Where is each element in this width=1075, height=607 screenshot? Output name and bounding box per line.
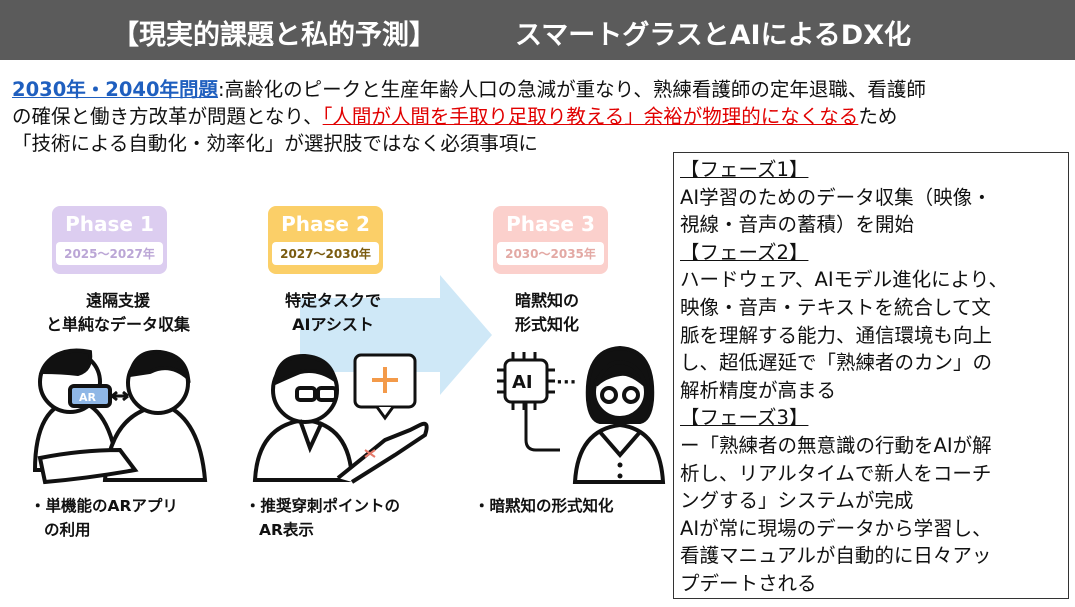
phase-2-years: 2027〜2030年 — [272, 242, 379, 265]
expert-nurse-icon — [572, 345, 666, 484]
ar-link-arrowheads — [111, 390, 129, 402]
intro-emphasis: 「人間が人間を手取り足取り教える」余裕が物理的になくなる — [322, 105, 859, 128]
ai-chip-icon — [497, 352, 560, 452]
phase-3-text-line: 看護マニュアルが自動的に日々アッ — [680, 544, 992, 568]
phase-2-bullet: ・推奨穿刺ポイントの AR表示 — [245, 494, 445, 542]
phase-2-text-line: し、超低遅延で「熟練者のカン」の — [680, 351, 993, 375]
phase-1-text-line: AI学習のためのデータ収集（映像・ — [680, 185, 992, 209]
intro-line-2: の確保と働き方改革が問題となり、「人間が人間を手取り足取り教える」余裕が物理的に… — [12, 103, 1072, 130]
phase-3-text-line: 析し、リアルタイムで新人をコーチ — [680, 461, 992, 485]
phase-3-heading: 【フェーズ3】 — [680, 406, 809, 430]
phase-3-text-line: ー「熟練者の無意識の行動をAIが解 — [680, 433, 992, 457]
phase-2-text-line: 解析精度が高まる — [680, 378, 837, 402]
intro-text: 2030年・2040年問題:高齢化のピークと生産年齢人口の急減が重なり、熟練看護… — [12, 76, 1072, 157]
progress-arrow — [300, 275, 492, 395]
intro-line-1: 2030年・2040年問題:高齢化のピークと生産年齢人口の急減が重なり、熟練看護… — [12, 76, 1072, 103]
puncture-mark-icon — [364, 449, 376, 458]
ellipsis-icon: ··· — [556, 372, 577, 393]
phase-2-text-line: ハードウェア、AIモデル進化により、 — [680, 268, 1008, 292]
phase-2-title: Phase 2 — [281, 212, 370, 236]
ai-chip-label: AI — [512, 372, 533, 393]
phase-1-heading: 【フェーズ1】 — [680, 158, 809, 181]
phase-1-title: Phase 1 — [65, 212, 154, 236]
phase-3-caption: 暗黙知の 形式知化 — [487, 289, 607, 337]
nurse-glasses-icon — [252, 353, 429, 484]
phase-2-caption: 特定タスクで AIアシスト — [258, 289, 408, 337]
person-ar-icon — [32, 348, 121, 472]
plus-bubble-icon — [353, 353, 417, 421]
phase-1-caption: 遠隔支援 と単純なデータ収集 — [28, 289, 208, 337]
phase-1-caption-line-1: 遠隔支援 — [85, 291, 150, 310]
phase-2-heading: 【フェーズ2】 — [680, 240, 809, 264]
button-dot — [617, 462, 623, 468]
intro-line2-post: ため — [858, 105, 898, 128]
phase-2-caption-line-1: 特定タスクで — [284, 291, 381, 310]
phase-3-caption-line-1: 暗黙知の — [514, 291, 579, 310]
phase-3-card: Phase 3 2030〜2035年 — [493, 206, 608, 274]
phase-2-text-line: 脈を理解する能力、通信環境も向上 — [680, 323, 993, 347]
intro-line1-rest: :高齢化のピークと生産年齢人口の急減が重なり、熟練看護師の定年退職、看護師 — [218, 78, 926, 101]
phase-3-text-line: AIが常に現場のデータから学習し、 — [680, 516, 992, 540]
phase-3-bullet-line-1: ・暗黙知の形式知化 — [474, 497, 614, 515]
phase-1-bullet: ・単機能のARアプリ の利用 — [30, 494, 230, 542]
phase-2-card: Phase 2 2027〜2030年 — [268, 206, 383, 274]
phase-1-bullet-line-1: ・単機能のARアプリ — [30, 497, 178, 515]
intro-line-3: 「技術による自動化・効率化」が選択肢ではなく必須事項に — [12, 132, 538, 155]
page-title-right: スマートグラスとAIによるDX化 — [515, 20, 912, 51]
phase-3-years: 2030〜2035年 — [497, 242, 604, 265]
page-title-left: 【現実的課題と私的予測】 — [112, 20, 436, 51]
phase-1-card: Phase 1 2025〜2027年 — [52, 206, 167, 274]
phase-1-text-line: 視線・音声の蓄積）を開始 — [680, 213, 915, 237]
phase-3-title: Phase 3 — [506, 212, 595, 236]
phase-1-bullet-line-2: の利用 — [44, 521, 91, 539]
phase-3-text-line: プデートされる — [680, 571, 817, 595]
supporter-icon — [37, 349, 208, 485]
phase-2-bullet-line-1: ・推奨穿刺ポイントの — [245, 497, 401, 515]
ar-label: AR — [79, 391, 97, 404]
phase-3-caption-line-2: 形式知化 — [514, 315, 579, 334]
phase-2-text-line: 映像・音声・テキストを統合して文 — [680, 295, 991, 319]
intro-line2-pre: の確保と働き方改革が問題となり、 — [12, 105, 323, 128]
title-bar: 【現実的課題と私的予測】 スマートグラスとAIによるDX化 — [0, 0, 1075, 60]
intro-lead: 2030年・2040年問題 — [12, 78, 219, 101]
phase-2-bullet-line-2: AR表示 — [259, 521, 314, 539]
phase-2-caption-line-2: AIアシスト — [292, 315, 374, 334]
phase-3-text-line: ングする」システムが完成 — [680, 489, 914, 513]
phase-1-caption-line-2: と単純なデータ収集 — [45, 315, 190, 334]
phase-detail-box: 【フェーズ1】 AI学習のためのデータ収集（映像・ 視線・音声の蓄積）を開始 【… — [673, 152, 1069, 599]
button-dot — [617, 473, 623, 479]
phase-3-bullet: ・暗黙知の形式知化 — [474, 494, 674, 518]
phase-1-years: 2025〜2027年 — [56, 242, 163, 265]
